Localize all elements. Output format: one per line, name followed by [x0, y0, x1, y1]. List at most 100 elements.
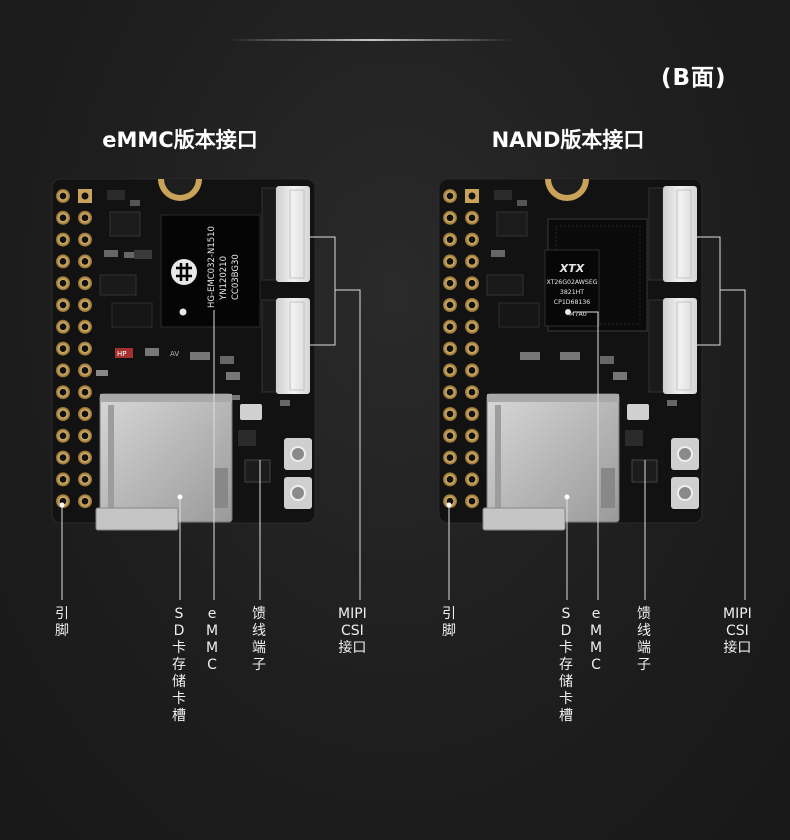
emmc-chip-line-2: YN120210	[219, 256, 229, 301]
header-pin	[465, 407, 479, 421]
header-pin	[78, 254, 92, 269]
emmc-smd-components	[96, 190, 290, 483]
header-pin	[78, 276, 92, 291]
header-pin	[443, 319, 457, 334]
header-pin	[78, 385, 92, 400]
av-silkscreen: AV	[170, 350, 179, 358]
header-pin	[465, 319, 479, 334]
header-pin	[78, 341, 92, 356]
emmc-feed-terminal-label: 馈 线 端 子	[252, 606, 266, 673]
header-pin	[56, 385, 70, 400]
emmc-chip-line-1: HG-EMC032-N1510	[207, 226, 217, 308]
header-pin	[78, 363, 92, 378]
emmc-chip: HG-EMC032-N1510 YN120210 CC03BG30	[160, 214, 261, 328]
nand-sd-slot-label: S D 卡 存 储 卡 槽	[559, 606, 573, 724]
nand-chip: XTX XT26G02AWSEG 3821HT CP1D68136 M7A0	[544, 218, 648, 332]
header-pin	[78, 494, 92, 509]
header-pin	[56, 319, 70, 334]
header-pin	[56, 189, 70, 203]
header-pin	[78, 450, 92, 465]
header-pin	[78, 428, 92, 443]
nand-chip-line-2: XT26G02AWSEG	[546, 279, 597, 286]
header-pin	[78, 298, 92, 312]
header-pin	[443, 189, 457, 203]
emmc-sd-slot-label: S D 卡 存 储 卡 槽	[172, 606, 186, 724]
nand-chip-line-4: CP1D68136	[554, 299, 590, 306]
header-pin	[443, 472, 457, 487]
emmc-feed-terminals	[284, 438, 312, 509]
header-pin	[78, 232, 92, 247]
header-pin	[443, 407, 457, 421]
nand-feed-terminals	[671, 438, 699, 509]
header-pin-hole	[468, 192, 476, 200]
header-pin	[56, 450, 70, 465]
leader-lines	[59, 236, 746, 600]
header-pin	[465, 210, 479, 225]
emmc-chip-line-3: CC03BG30	[231, 254, 241, 300]
header-pin	[78, 472, 92, 487]
emmc-sd-slot	[95, 393, 233, 531]
nand-board: XTX XT26G02AWSEG 3821HT CP1D68136 M7A0	[438, 178, 703, 531]
header-pin	[443, 298, 457, 312]
header-pin	[56, 428, 70, 443]
nand-feed-terminal-label: 馈 线 端 子	[637, 606, 651, 673]
header-pin	[56, 407, 70, 421]
header-pin	[443, 363, 457, 378]
nand-sd-slot	[482, 393, 620, 531]
header-pin-hole	[81, 192, 89, 200]
header-pin	[443, 276, 457, 291]
nand-pins-label: 引 脚	[442, 606, 456, 639]
header-pin	[56, 494, 70, 509]
pin1-dot	[565, 309, 571, 315]
emmc-board: HG-EMC032-N1510 YN120210 CC03BG30 HP AV	[51, 178, 316, 531]
emmc-pins-label: 引 脚	[55, 606, 69, 639]
nand-board-title: NAND版本接口	[491, 128, 645, 152]
nand-chip-line-3: 3821HT	[560, 289, 584, 296]
pin1-dot	[179, 308, 187, 316]
header-pin	[443, 385, 457, 400]
header-pin	[443, 450, 457, 465]
header-pin	[443, 341, 457, 356]
emmc-pin-header	[56, 189, 92, 509]
header-pin	[56, 363, 70, 378]
header-pin	[56, 298, 70, 312]
header-pin	[465, 341, 479, 356]
header-pin	[443, 494, 457, 509]
header-pin	[443, 210, 457, 225]
header-pin	[56, 472, 70, 487]
xtx-logo-icon: XTX	[559, 262, 585, 275]
header-pin	[443, 428, 457, 443]
header-pin	[78, 319, 92, 334]
header-pin	[465, 298, 479, 312]
nand-chip-line-5: M7A0	[569, 311, 587, 318]
emmc-storage-label: e M M C	[206, 606, 219, 673]
header-divider-line	[228, 39, 513, 41]
header-pin	[56, 210, 70, 225]
header-pin	[78, 210, 92, 225]
header-pin	[465, 428, 479, 443]
emmc-mipi-csi-label: MIPI CSI 接口	[338, 606, 367, 656]
nand-storage-label: e M M C	[590, 606, 603, 673]
header-pin	[56, 254, 70, 269]
hp-silkscreen: HP	[117, 350, 127, 358]
header-pin	[465, 254, 479, 269]
header-pin	[443, 254, 457, 269]
header-pin	[465, 363, 479, 378]
header-pin	[56, 276, 70, 291]
header-pin	[465, 450, 479, 465]
emmc-board-title: eMMC版本接口	[102, 128, 258, 152]
hg-logo-icon	[171, 259, 197, 285]
header-pin	[56, 341, 70, 356]
header-pin	[56, 232, 70, 247]
side-label: (B面)	[661, 65, 727, 91]
header-pin	[465, 472, 479, 487]
nand-pin-header	[443, 189, 479, 509]
header-pin	[443, 232, 457, 247]
header-pin	[465, 385, 479, 400]
nand-mipi-connectors	[648, 186, 697, 394]
emmc-mipi-connectors	[261, 186, 310, 394]
header-pin	[465, 232, 479, 247]
header-pin	[465, 494, 479, 509]
header-pin	[78, 407, 92, 421]
